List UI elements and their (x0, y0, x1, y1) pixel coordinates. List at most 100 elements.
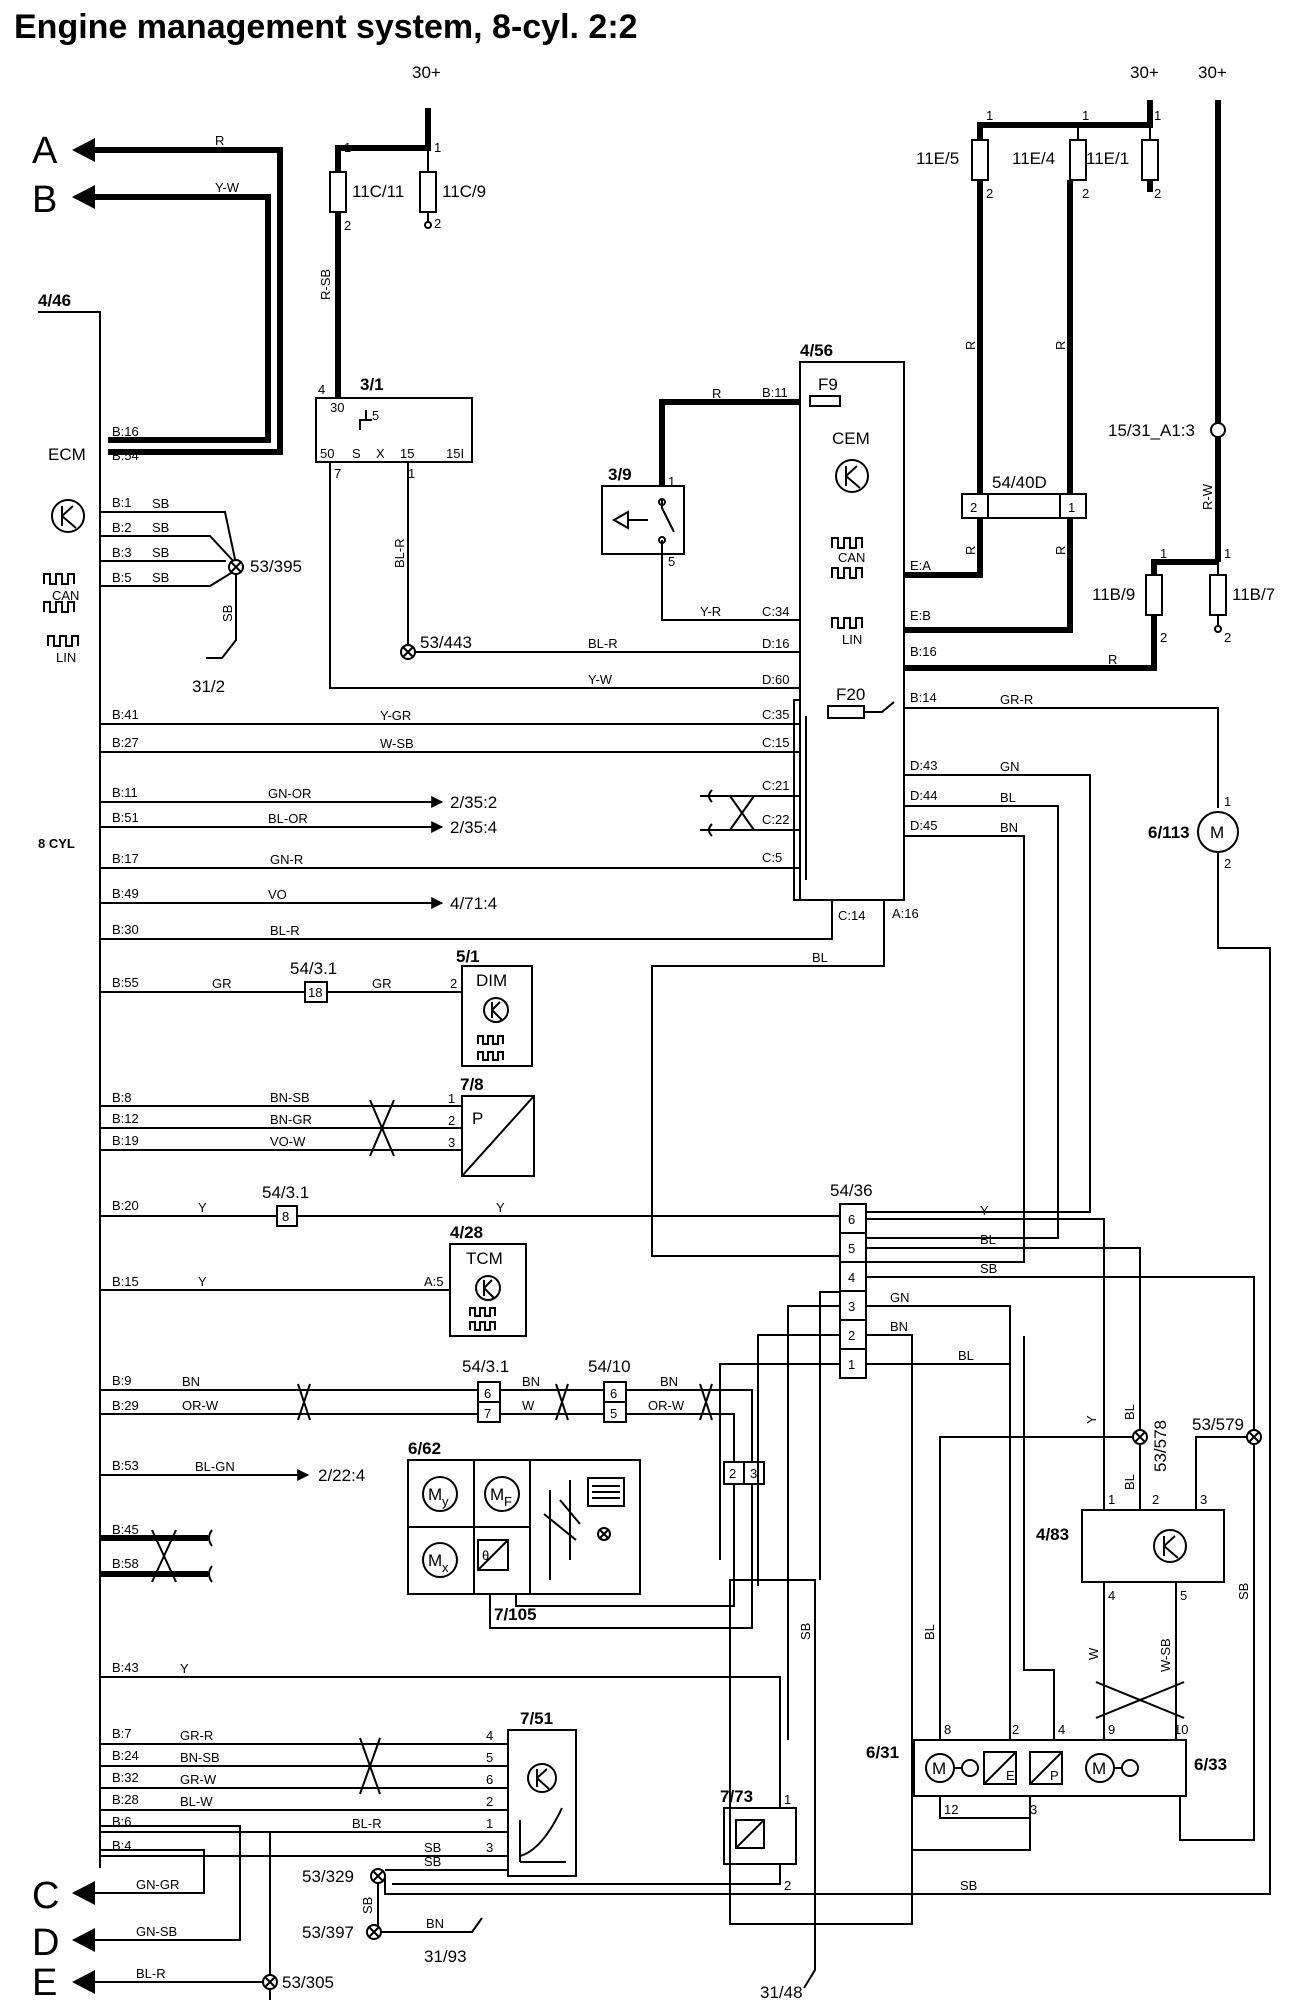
svg-text:GN: GN (1000, 759, 1020, 774)
svg-text:Y: Y (198, 1274, 207, 1289)
svg-text:15/31_A1:3: 15/31_A1:3 (1108, 421, 1195, 440)
svg-text:VO: VO (268, 887, 287, 902)
svg-text:OR-W: OR-W (648, 1398, 685, 1413)
wire-switch-yr (661, 554, 800, 621)
svg-text:12: 12 (944, 1802, 958, 1817)
svg-text:BL-R: BL-R (270, 923, 300, 938)
wires-sb-ground (100, 511, 237, 587)
svg-text:BL: BL (1000, 790, 1016, 805)
svg-text:P: P (472, 1109, 483, 1128)
cem-left-pins: B:11 C:34 D:16 D:60 C:35 C:15 C:21 C:22 … (762, 385, 919, 923)
inline-54-3-1-a (304, 981, 328, 1003)
svg-text:B:51: B:51 (112, 810, 139, 825)
svg-text:BL: BL (1122, 1404, 1137, 1420)
svg-text:B:30: B:30 (112, 922, 139, 937)
svg-text:6: 6 (484, 1386, 491, 1401)
svg-text:OR-W: OR-W (182, 1398, 219, 1413)
fuse-11c9-label: 11C/9 (442, 182, 486, 201)
diagram-title: Engine management system, 8-cyl. 2:2 (14, 8, 638, 46)
svg-text:5: 5 (668, 554, 675, 569)
supply-30-right: 30+ (1198, 63, 1227, 82)
fuse-11c11 (329, 171, 347, 213)
svg-text:8: 8 (282, 1209, 289, 1224)
svg-text:DIM: DIM (476, 971, 507, 990)
svg-text:B:9: B:9 (112, 1373, 132, 1388)
svg-text:1: 1 (986, 108, 993, 123)
svg-text:GR: GR (212, 976, 232, 991)
svg-text:B:55: B:55 (112, 975, 139, 990)
svg-text:B:11: B:11 (112, 785, 138, 800)
svg-text:B:5: B:5 (112, 570, 132, 585)
svg-text:Y: Y (496, 1200, 505, 1215)
fuse-11c11-label: 11C/11 (352, 182, 404, 201)
svg-text:BN: BN (890, 1319, 908, 1334)
svg-text:S: S (352, 446, 361, 461)
svg-text:GR: GR (372, 976, 392, 991)
svg-text:BL: BL (1122, 1474, 1137, 1490)
ground-31-2: 31/2 (192, 677, 225, 696)
svg-text:5: 5 (1180, 1588, 1187, 1603)
relay-3-1 (315, 397, 473, 463)
svg-text:53/579: 53/579 (1192, 1415, 1244, 1434)
fuse-11e1 (1141, 139, 1159, 181)
svg-text:11E/5: 11E/5 (916, 149, 959, 168)
svg-text:BL-OR: BL-OR (268, 811, 308, 826)
ecm-pin-labels: B:16 B:54 B:1 B:2 B:3 B:5 B:41 B:27 B:11… (112, 424, 139, 1853)
svg-text:4: 4 (848, 1270, 855, 1285)
ecm-boundary (38, 311, 101, 1868)
svg-text:6: 6 (486, 1772, 493, 1787)
svg-text:D:60: D:60 (762, 672, 789, 687)
wire-5436-bl (866, 1247, 1141, 1430)
svg-text:GR-W: GR-W (180, 1772, 217, 1787)
svg-text:BL: BL (812, 950, 828, 965)
wire-5436-gn (866, 1305, 1011, 1740)
wires-sensor-7-8 (100, 1105, 462, 1151)
svg-text:54/40D: 54/40D (992, 473, 1047, 492)
ground-31-48: 31/48 (760, 1983, 803, 2000)
svg-text:SB: SB (798, 1623, 813, 1640)
svg-text:C:5: C:5 (762, 850, 782, 865)
svg-text:BN-SB: BN-SB (270, 1090, 310, 1105)
svg-text:53/395: 53/395 (250, 557, 302, 576)
relay-id: 3/1 (360, 375, 384, 394)
svg-text:53/578: 53/578 (1151, 1420, 1170, 1472)
connector-e-label: E (32, 1962, 57, 2000)
svg-text:2: 2 (434, 216, 441, 231)
svg-text:1: 1 (668, 474, 675, 489)
inline-54-3-1-b (276, 1205, 298, 1227)
svg-text:B:1: B:1 (112, 495, 132, 510)
dest-2-35-4: 2/35:4 (450, 818, 497, 837)
svg-text:B:19: B:19 (112, 1133, 139, 1148)
svg-text:C:34: C:34 (762, 604, 789, 619)
svg-text:54/3.1: 54/3.1 (462, 1357, 509, 1376)
svg-text:6/62: 6/62 (408, 1439, 441, 1458)
wire-d44-bl (866, 805, 1059, 1239)
svg-text:Y: Y (980, 1203, 989, 1218)
svg-text:BL-R: BL-R (392, 538, 407, 568)
svg-text:SB: SB (980, 1261, 997, 1276)
svg-text:5: 5 (486, 1750, 493, 1765)
svg-text:4: 4 (1108, 1588, 1115, 1603)
svg-text:E:A: E:A (910, 558, 931, 573)
wire-d45-bn (866, 835, 1025, 1263)
svg-text:B:7: B:7 (112, 1726, 132, 1741)
svg-text:7: 7 (484, 1406, 491, 1421)
svg-text:Y: Y (180, 1661, 189, 1676)
svg-text:SB: SB (152, 496, 169, 511)
svg-text:B:45: B:45 (112, 1522, 139, 1537)
connector-d-label: D (32, 1922, 59, 1964)
cem-fuse-f20: F20 (836, 685, 865, 704)
svg-text:W: W (522, 1398, 535, 1413)
svg-text:2: 2 (1012, 1722, 1019, 1737)
svg-text:B:14: B:14 (910, 690, 937, 705)
wire-d-gnsb (95, 1825, 241, 1941)
svg-text:3: 3 (486, 1840, 493, 1855)
svg-text:B:16: B:16 (910, 644, 937, 659)
ecm-variant: 8 CYL (38, 836, 75, 851)
wire-switch-red (659, 399, 800, 486)
svg-text:10: 10 (1174, 1722, 1188, 1737)
svg-text:B:29: B:29 (112, 1398, 139, 1413)
svg-text:18: 18 (308, 985, 322, 1000)
svg-text:BN-SB: BN-SB (180, 1750, 220, 1765)
svg-text:50: 50 (320, 446, 334, 461)
